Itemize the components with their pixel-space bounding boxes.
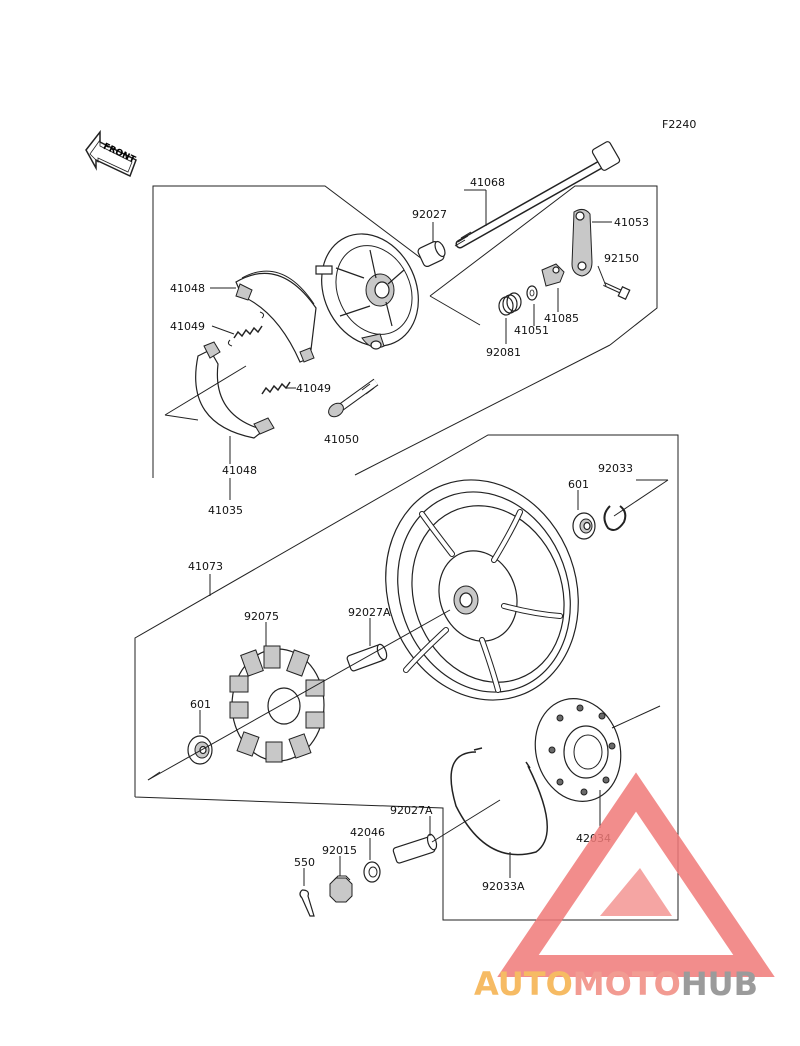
label-41049-bottom: 41049 (296, 382, 331, 395)
torque-link-41053 (571, 208, 593, 277)
bearing-601-top (572, 512, 596, 540)
figure-code: F2240 (662, 118, 696, 131)
collar-92027A-bottom (392, 833, 438, 864)
wheel-group-frame (134, 434, 679, 921)
bolt-92150 (603, 282, 631, 301)
watermark-logo: AUTOMOTOHUB (474, 772, 775, 1003)
label-92027A-bottom: 92027A (390, 804, 433, 817)
washer-41051 (526, 285, 538, 301)
label-92033: 92033 (598, 462, 633, 475)
circlip-92033 (603, 505, 627, 531)
brake-cam-41050 (328, 378, 379, 418)
label-41073: 41073 (188, 560, 223, 573)
label-41050: 41050 (324, 433, 359, 446)
brake-shoe-bottom (195, 341, 275, 439)
circlip-92033A (450, 747, 548, 856)
label-92150: 92150 (604, 252, 639, 265)
label-92015: 92015 (322, 844, 357, 857)
wheel-rim (385, 479, 579, 701)
front-arrow-icon: FRONT (85, 129, 138, 178)
lever-41085 (541, 263, 565, 287)
label-92075: 92075 (244, 610, 279, 623)
label-41068: 41068 (470, 176, 505, 189)
label-41049-top: 41049 (170, 320, 205, 333)
brake-group-frame (152, 185, 658, 478)
bearing-601-bottom (187, 735, 213, 765)
damper-92075 (229, 645, 325, 763)
label-601-top: 601 (568, 478, 589, 491)
collar-92027A-top (346, 643, 388, 672)
spring-41049-top (227, 311, 265, 347)
label-92033A: 92033A (482, 880, 525, 893)
axle-41068 (454, 141, 621, 249)
label-92027: 92027 (412, 208, 447, 221)
watermark-text: AUTOMOTOHUB (474, 965, 758, 1003)
nut-92015 (329, 875, 353, 903)
spring-41049-bottom (261, 381, 291, 395)
label-92027A-top: 92027A (348, 606, 391, 619)
label-42046: 42046 (350, 826, 385, 839)
label-41035: 41035 (208, 504, 243, 517)
label-550: 550 (294, 856, 315, 869)
cotter-pin-550 (299, 889, 315, 917)
washer-42046 (363, 861, 381, 883)
brake-shoe-top (235, 270, 317, 363)
spring-92081 (498, 292, 522, 316)
sprocket-42034 (534, 698, 622, 802)
collar-92027 (417, 240, 446, 267)
label-41051: 41051 (514, 324, 549, 337)
brake-panel (315, 233, 419, 350)
label-41085: 41085 (544, 312, 579, 325)
label-601-bottom: 601 (190, 698, 211, 711)
label-41053: 41053 (614, 216, 649, 229)
label-41048-top: 41048 (170, 282, 205, 295)
label-41048-bottom: 41048 (222, 464, 257, 477)
label-92081: 92081 (486, 346, 521, 359)
